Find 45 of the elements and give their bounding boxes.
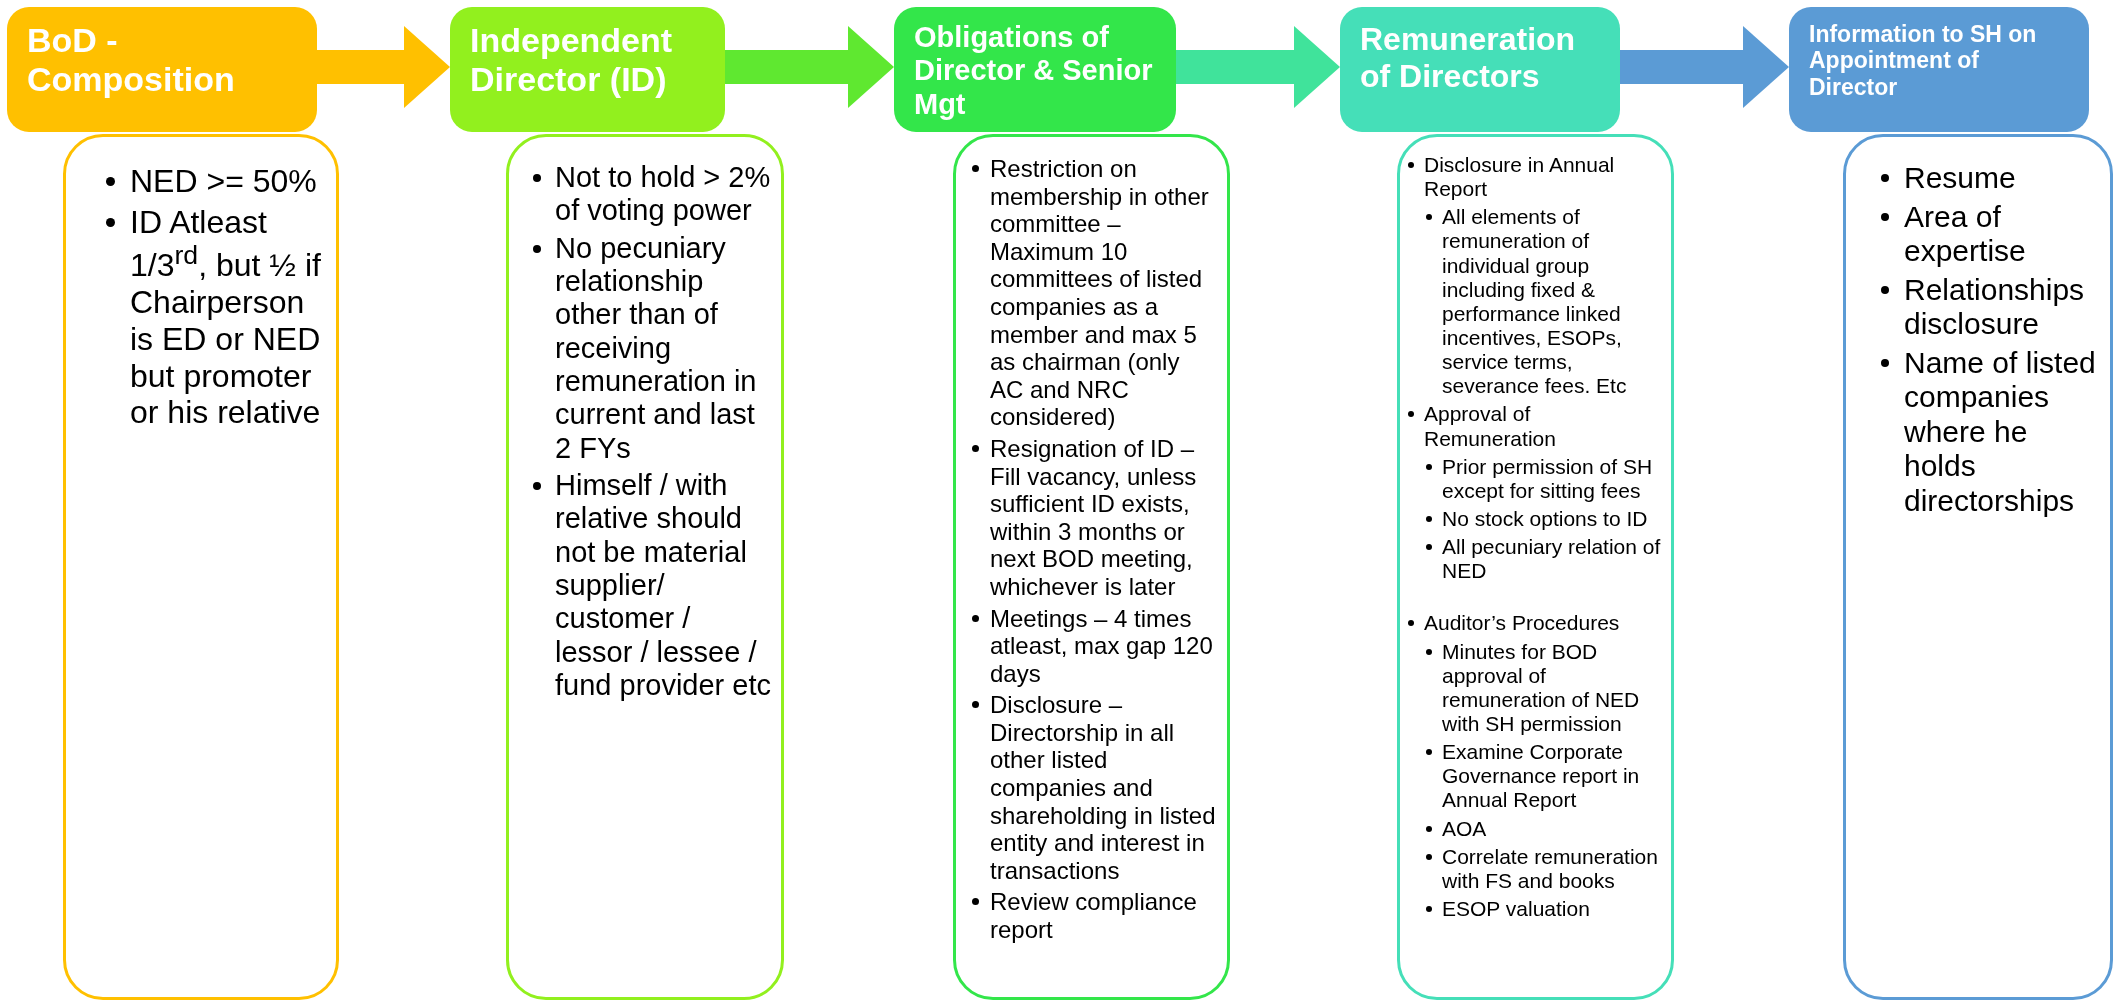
bullet-text: Himself / with relative should not be material supplier/ customer / lessor / lessee / fund provider etc	[555, 469, 771, 702]
bullet-text: Meetings – 4 times atleast, max gap 120 days	[990, 604, 1213, 687]
bullet-text: Approval of Remuneration	[1424, 402, 1556, 450]
block-arrow	[1176, 26, 1340, 108]
bullet-text: Minutes for BOD approval of remuneration of NED with SH permission	[1442, 639, 1640, 735]
bullet-text: Prior permission of SH except for sitting fees	[1442, 454, 1653, 502]
bullet-text: ID Atleast 1/3$^{rd}$, but ½ if Chairperson is ED or NED but promoter or his relative	[130, 203, 321, 431]
bullet-text: Not to hold > 2% of voting power	[555, 161, 771, 227]
bullet-text: Restriction on membership in other committee – Maximum 10 committees of listed companies as a member and max 5 as chairman (only AC and NRC considered)	[990, 155, 1209, 431]
bullet-text: AOA	[1442, 816, 1487, 840]
bullet-text: ESOP valuation	[1442, 896, 1590, 920]
bullet-card	[953, 134, 1230, 1000]
stage-header	[450, 7, 725, 132]
stage-header	[894, 7, 1176, 132]
bullet-text: Disclosure – Directorship in all other listed companies and shareholding in listed entity and interest in transactions	[990, 691, 1216, 884]
header-title: Information to SH on Appointment of Director	[1809, 21, 2038, 101]
bullet-text: Review compliance report	[990, 888, 1197, 944]
block-arrow	[725, 26, 894, 108]
stage-header	[1789, 7, 2089, 132]
bullet-text: All elements of remuneration of individual group including fixed & performance linked incentives, ESOPs, service terms, severance fees. Etc	[1442, 205, 1627, 398]
bullet-text: No pecuniary relationship other than of receiving remuneration in current and last 2 FYs	[555, 231, 757, 464]
bullet-text: Resume	[1904, 161, 2016, 194]
bullet-text: Disclosure in Annual Report	[1424, 153, 1615, 201]
header-title: Remuneration of Directors	[1360, 21, 1577, 95]
bullet-text: All pecuniary relation of NED	[1442, 535, 1661, 583]
bullet-text: Name of listed companies where he holds directorships	[1904, 345, 2096, 517]
bullet-text: Relationships disclosure	[1904, 272, 2085, 340]
bullet-card	[506, 134, 784, 1000]
bullet-card	[63, 134, 339, 1000]
stage-header	[7, 7, 317, 132]
header-title: Obligations of Director & Senior Mgt	[914, 21, 1154, 122]
header-title: BoD - Composition	[27, 21, 236, 100]
bullet-text: Examine Corporate Governance report in Annual Report	[1442, 740, 1640, 812]
bullet-text: Resignation of ID – Fill vacancy, unless sufficient ID exists, within 3 months or next BOD meeting, whichever is later	[990, 434, 1197, 600]
bullet-card	[1397, 134, 1674, 1000]
header-title: Independent Director (ID)	[470, 21, 674, 100]
bullet-text: No stock options to ID	[1442, 506, 1648, 530]
bullet-text: Auditor’s Procedures	[1424, 611, 1620, 635]
bullet-text: NED >= 50%	[130, 163, 317, 199]
bullet-text: Correlate remuneration with FS and books	[1442, 844, 1658, 892]
stage-header	[1340, 7, 1620, 132]
bullet-card	[1843, 134, 2113, 1000]
block-arrow	[317, 26, 450, 108]
block-arrow	[1620, 26, 1789, 108]
bullet-text: Area of expertise	[1904, 199, 2026, 267]
